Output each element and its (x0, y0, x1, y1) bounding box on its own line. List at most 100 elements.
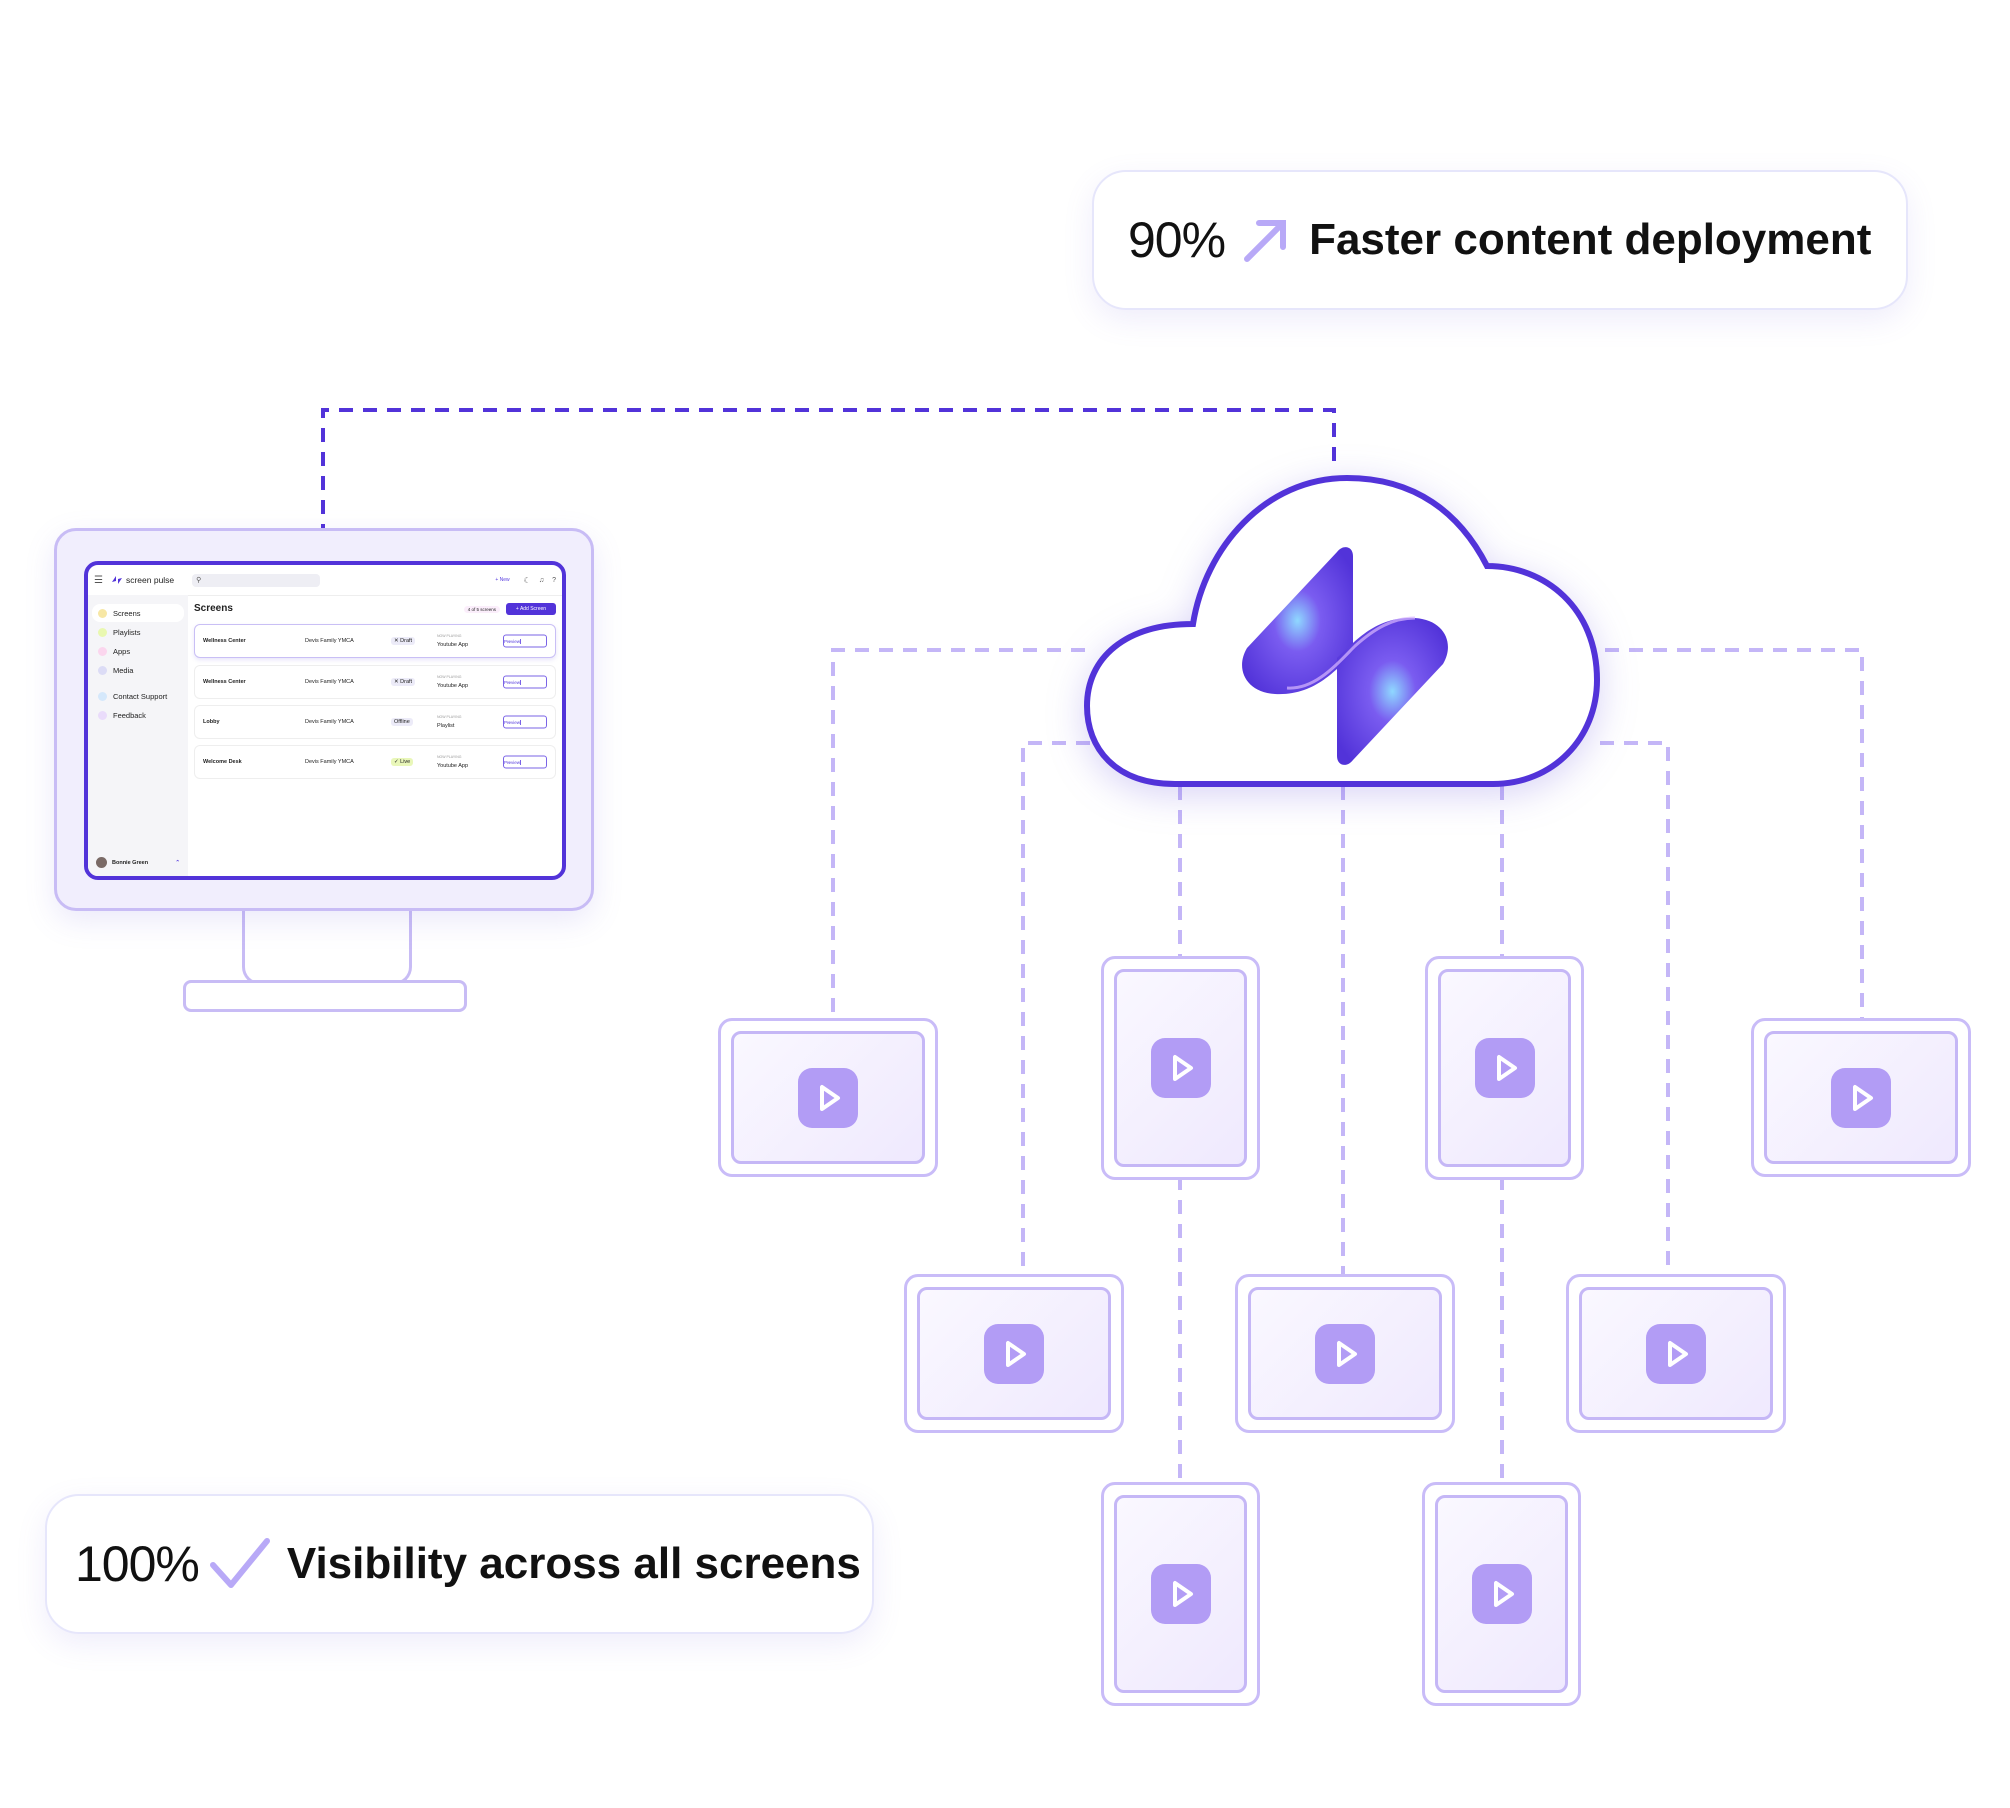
device-screen (1235, 1274, 1455, 1433)
sidebar-item-label: Contact Support (113, 691, 168, 701)
play-icon (1831, 1067, 1891, 1128)
now-playing-value: Youtube App (437, 682, 468, 689)
brand-name: screen pulse (125, 575, 175, 585)
now-playing-label: NOW PLAYING (437, 755, 462, 760)
stat-label: Visibility across all screens (286, 1539, 861, 1588)
device-screen (1101, 1482, 1260, 1706)
device-screen (1101, 956, 1260, 1180)
cloud-icon (1083, 474, 1601, 787)
row-location: Devis Family YMCA (305, 679, 354, 685)
preview-label: Preview (504, 719, 522, 725)
row-name: Welcome Desk (203, 759, 242, 765)
play-icon (1150, 1564, 1211, 1624)
sidebar-item-screens[interactable]: Screens (92, 604, 184, 622)
row-name: Wellness Center (203, 679, 246, 685)
sidebar-item-apps[interactable]: Apps (92, 642, 184, 660)
preview-label: Preview (504, 759, 522, 765)
search-icon: ⚲ (196, 577, 202, 584)
row-location: Devis Family YMCA (305, 638, 354, 644)
device-screen (1751, 1018, 1971, 1177)
sidebar-item-feedback[interactable]: Feedback (92, 706, 184, 724)
chevron-down-icon[interactable]: ⌄ (507, 719, 511, 724)
preview-label: Preview (504, 679, 522, 685)
sidebar-item-media[interactable]: Media (92, 661, 184, 679)
play-icon (1474, 1038, 1535, 1098)
page-title: Screens (194, 603, 233, 614)
row-name: Lobby (203, 719, 220, 725)
sidebar-item-label: Media (113, 665, 134, 675)
distribution-lines (831, 648, 1864, 1482)
now-playing-label: NOW PLAYING (437, 675, 462, 680)
grid-icon (98, 646, 107, 656)
status-badge: ✕ Draft (391, 678, 416, 686)
now-playing-value: Youtube App (437, 641, 468, 648)
brand-logo (1242, 547, 1448, 765)
menu-icon[interactable]: ☰ (94, 574, 103, 586)
chat-icon (98, 691, 107, 701)
table-row[interactable]: Lobby Devis Family YMCA Offline NOW PLAY… (194, 705, 556, 739)
monitor-stand (242, 906, 412, 985)
row-name: Wellness Center (203, 638, 246, 644)
monitor-base (183, 980, 467, 1012)
monitor-screen: ☰ screen pulse ⚲ + New ☾ ♫ ? Screens Pla… (84, 561, 566, 880)
status-badge: Offline (391, 718, 413, 726)
table-row[interactable]: Welcome Desk Devis Family YMCA ✓ Live NO… (194, 745, 556, 779)
app-topbar: ☰ screen pulse ⚲ + New ☾ ♫ ? (88, 565, 562, 596)
play-icon (798, 1067, 858, 1128)
row-location: Devis Family YMCA (305, 719, 354, 725)
avatar (96, 857, 107, 868)
status-badge: ✕ Draft (391, 637, 416, 645)
play-icon (1315, 1323, 1375, 1384)
row-location: Devis Family YMCA (305, 759, 354, 765)
preview-button[interactable]: Preview⌄ (503, 715, 547, 729)
preview-button[interactable]: Preview⌄ (503, 675, 547, 689)
user-menu[interactable]: Bonnie Green ⌃ (96, 857, 180, 868)
upload-line (321, 408, 1336, 562)
stat-card-deployment: 90% Faster content deployment (1092, 170, 1908, 310)
sidebar-item-contact-support[interactable]: Contact Support (92, 687, 184, 705)
now-playing-label: NOW PLAYING (437, 715, 462, 720)
sidebar-item-label: Screens (113, 608, 141, 618)
app-sidebar: Screens Playlists Apps Media Contact Sup… (88, 595, 188, 876)
dark-mode-icon[interactable]: ☾ (523, 575, 531, 585)
help-icon[interactable]: ? (552, 576, 556, 584)
brand-logo-icon (111, 576, 122, 584)
arrow-up-right-icon (1244, 220, 1287, 262)
sidebar-item-playlists[interactable]: Playlists (92, 623, 184, 641)
chevron-down-icon[interactable]: ⌄ (507, 638, 511, 643)
bell-icon[interactable]: ♫ (538, 576, 545, 584)
user-name: Bonnie Green (112, 859, 149, 866)
stat-value: 90% (1128, 212, 1226, 268)
now-playing-value: Playlist (437, 722, 455, 729)
app-main: Screens 4 of 5 screens + Add Screen Well… (188, 595, 562, 876)
status-badge: ✓ Live (391, 758, 414, 766)
new-button[interactable]: + New (495, 577, 510, 583)
preview-label: Preview (504, 638, 522, 644)
preview-button[interactable]: Preview⌄ (503, 755, 547, 769)
table-row[interactable]: Wellness Center Devis Family YMCA ✕ Draf… (194, 665, 556, 699)
stat-value: 100% (75, 1536, 200, 1592)
device-screen (1566, 1274, 1786, 1433)
feedback-icon (98, 710, 107, 720)
now-playing-value: Youtube App (437, 762, 468, 769)
play-icon (1471, 1564, 1532, 1624)
device-screen (718, 1018, 938, 1177)
play-icon (98, 627, 107, 637)
search-input[interactable]: ⚲ (192, 573, 321, 587)
play-icon (1150, 1038, 1211, 1098)
play-icon (984, 1323, 1044, 1384)
chevron-updown-icon: ⌃ (175, 859, 180, 866)
monitor-icon (98, 608, 107, 618)
sidebar-item-label: Playlists (113, 627, 141, 637)
device-screen (1422, 1482, 1581, 1706)
add-screen-button[interactable]: + Add Screen (506, 603, 556, 615)
now-playing-label: NOW PLAYING (437, 634, 462, 639)
chevron-down-icon[interactable]: ⌄ (507, 679, 511, 684)
preview-button[interactable]: Preview⌄ (503, 634, 547, 648)
table-row[interactable]: Wellness Center Devis Family YMCA ✕ Draf… (194, 624, 556, 658)
check-icon (209, 1538, 270, 1588)
play-icon (1646, 1323, 1706, 1384)
chevron-down-icon[interactable]: ⌄ (507, 759, 511, 764)
stat-label: Faster content deployment (1309, 215, 1872, 264)
